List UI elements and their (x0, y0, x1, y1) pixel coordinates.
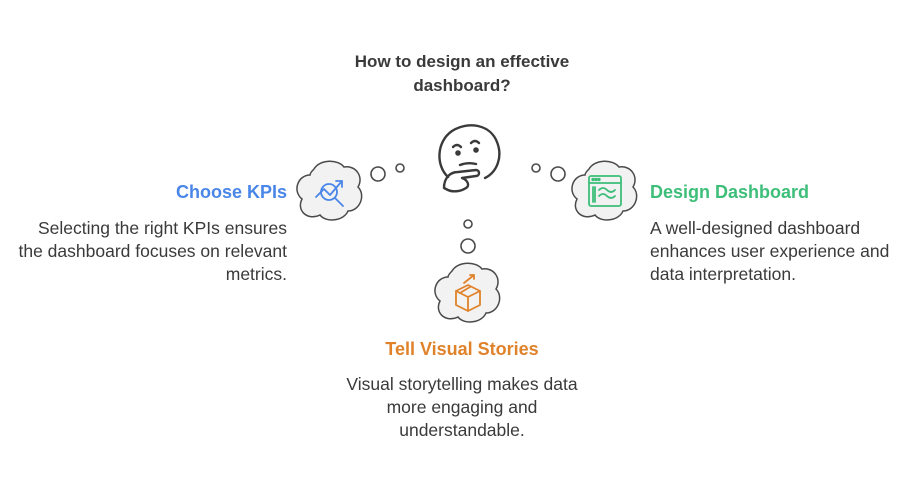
story-title: Tell Visual Stories (385, 339, 539, 359)
dashboard-title: Design Dashboard (650, 182, 810, 202)
kpi-title: Choose KPIs (175, 182, 287, 202)
story-description: Visual storytelling makes data more enga… (346, 374, 578, 440)
kpi-description: Selecting the right KPIs ensures the das… (18, 218, 287, 284)
thought-bubbles-left (370, 163, 405, 182)
kpi-cloud (296, 160, 363, 221)
story-cloud (434, 262, 501, 323)
thought-bubbles-bottom (460, 219, 476, 254)
chart-search-icon (315, 180, 344, 207)
dashboard-window-icon (588, 175, 622, 207)
dashboard-description: A well-designed dashboard enhances user … (650, 218, 890, 284)
thinking-face-icon (438, 124, 501, 193)
box-arrow-icon (455, 274, 481, 312)
dashboard-cloud (571, 160, 638, 221)
thought-bubbles-right (531, 163, 566, 182)
diagram-title: How to design an effective dashboard? (354, 52, 570, 95)
